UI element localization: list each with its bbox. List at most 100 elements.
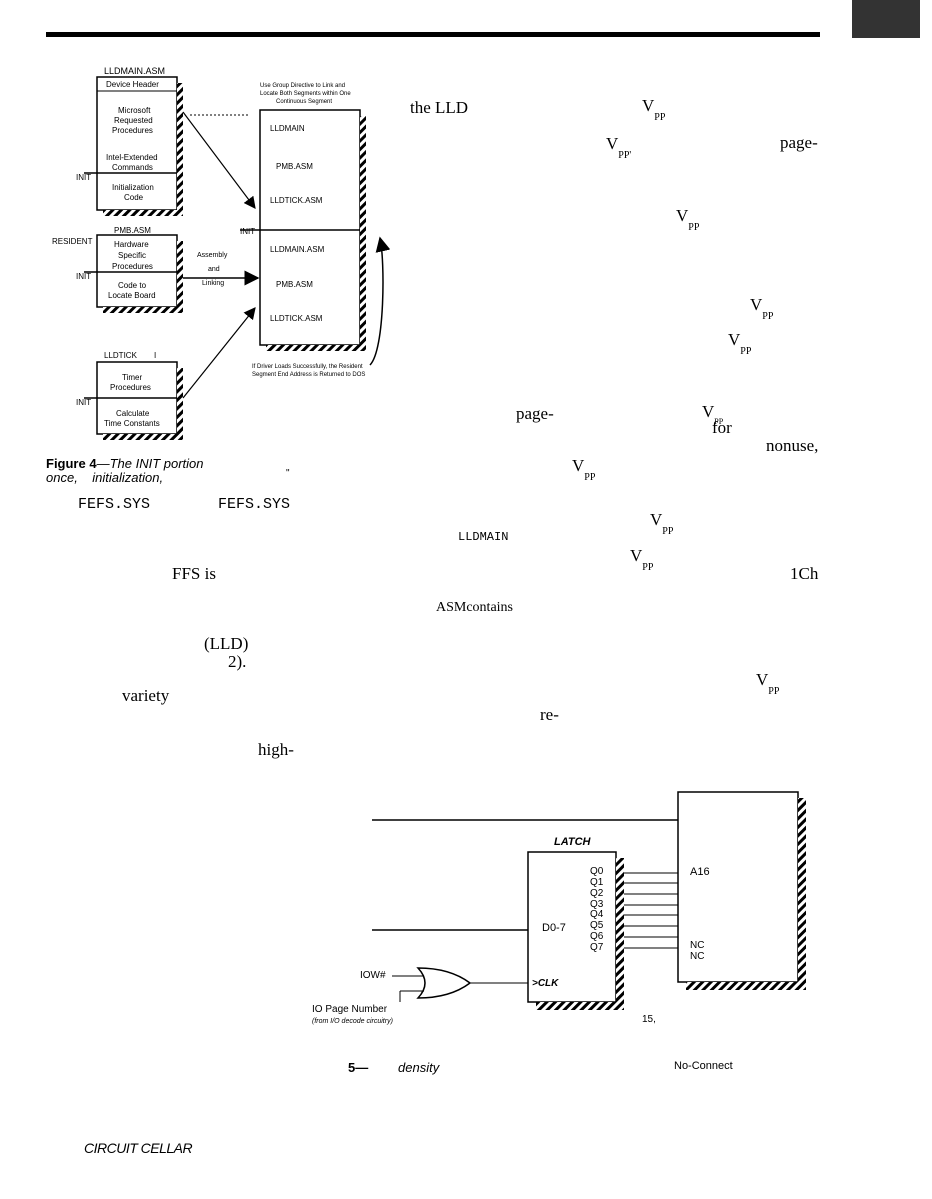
figure-5-caption-noconnect: No-Connect bbox=[674, 1060, 733, 1072]
text-fefs-1: FEFS.SYS bbox=[78, 496, 151, 513]
seg-bottom-1: LLDMAIN.ASM bbox=[270, 245, 325, 254]
latch-q3: Q3 bbox=[590, 899, 604, 910]
driver-note-1: If Driver Loads Successfully, the Reside… bbox=[252, 364, 363, 370]
seg-top-2: PMB.ASM bbox=[276, 162, 313, 171]
latch-q7: Q7 bbox=[590, 942, 604, 953]
seg-bottom-2: PMB.ASM bbox=[276, 280, 313, 289]
figure-5-caption-density: density bbox=[398, 1060, 440, 1075]
assembly-2: and bbox=[208, 266, 220, 273]
group-note-1: Use Group Directive to Link and bbox=[260, 83, 346, 89]
text-re: re- bbox=[540, 705, 559, 724]
vpp-2: VPP' bbox=[606, 134, 632, 161]
seg-bottom-3: LLDTICK.ASM bbox=[270, 314, 323, 323]
figure-4-diagram bbox=[84, 76, 391, 440]
combined-segment bbox=[259, 109, 361, 346]
caption-dash: — bbox=[96, 456, 110, 471]
latch-q4: Q4 bbox=[590, 909, 604, 920]
latch-q2: Q2 bbox=[590, 888, 604, 899]
seg-top-1: LLDMAIN bbox=[270, 124, 305, 133]
io-from-label: (from I/O decode circuitry) bbox=[312, 1018, 393, 1025]
vpp-5: VPP bbox=[728, 330, 752, 357]
resident-label: RESIDENT bbox=[52, 237, 93, 246]
chip-nc-2: NC bbox=[690, 951, 705, 962]
figure-5-caption-num: 5— bbox=[348, 1060, 369, 1075]
text-two: 2). bbox=[228, 652, 247, 671]
text-the-lld: the LLD bbox=[410, 98, 469, 117]
caption-line1: The INIT portion bbox=[109, 456, 204, 471]
text-page-2: page- bbox=[516, 404, 554, 423]
latch-q6: Q6 bbox=[590, 931, 604, 942]
text-1ch: 1Ch bbox=[790, 564, 819, 583]
vpp-8: VPP bbox=[650, 510, 674, 537]
box-microsoft-1: Microsoft bbox=[118, 106, 151, 115]
box-hardware-1: Hardware bbox=[114, 240, 149, 249]
vpp-4: VPP bbox=[750, 295, 774, 322]
chip-nc-1: NC bbox=[690, 940, 705, 951]
vpp-9: VPP bbox=[630, 546, 654, 573]
box-device-header: Device Header bbox=[106, 80, 159, 89]
box-intel-2: Commands bbox=[112, 163, 153, 172]
lldmain-box bbox=[96, 76, 178, 211]
box-timer-2: Procedures bbox=[110, 383, 151, 392]
footer-publisher: CIRCUIT CELLAR bbox=[84, 1140, 193, 1156]
caption-initialization: initialization, bbox=[92, 470, 164, 485]
box-init-code-1: Initialization bbox=[112, 183, 154, 192]
chip-a16: A16 bbox=[690, 866, 710, 878]
assembly-1: Assembly bbox=[197, 252, 228, 259]
text-nonuse: nonuse, bbox=[766, 436, 819, 455]
io-page-label: IO Page Number bbox=[312, 1004, 388, 1015]
group-note-2: Locate Both Segments within One bbox=[260, 91, 351, 97]
box-microsoft-3: Procedures bbox=[112, 126, 153, 135]
or-gate bbox=[416, 967, 472, 999]
box-calc-1: Calculate bbox=[116, 409, 150, 418]
latch-q5: Q5 bbox=[590, 920, 604, 931]
init-label-1: INIT bbox=[76, 173, 92, 182]
latch-q0: Q0 bbox=[590, 866, 604, 877]
box-hardware-3: Procedures bbox=[112, 262, 153, 271]
text-lld-paren: (LLD) bbox=[204, 634, 249, 653]
assembly-3: Linking bbox=[202, 280, 225, 287]
iow-label: IOW# bbox=[360, 970, 386, 981]
box-hardware-2: Specific bbox=[118, 251, 147, 260]
text-lldmain: LLDMAIN bbox=[458, 530, 509, 544]
init-label-2: INIT bbox=[76, 272, 92, 281]
text-asm-contains: ASMcontains bbox=[436, 600, 513, 615]
text-for: for bbox=[712, 418, 732, 437]
latch-title: LATCH bbox=[554, 836, 591, 848]
latch-q1: Q1 bbox=[590, 877, 604, 888]
vpp-3: VPP bbox=[676, 206, 700, 233]
text-variety: variety bbox=[122, 686, 170, 705]
box-locate-1: Code to bbox=[118, 281, 147, 290]
figure-4-caption-line2: once, initialization, bbox=[46, 470, 163, 485]
box-microsoft-2: Requested bbox=[114, 116, 153, 125]
text-ffs-is: FFS is bbox=[172, 564, 216, 583]
text-fefs-2: FEFS.SYS bbox=[218, 496, 291, 513]
group-note-3: Continuous Segment bbox=[276, 99, 333, 105]
file-label-lldmain: LLDMAIN.ASM bbox=[104, 66, 166, 76]
vpp-1: VPP bbox=[642, 96, 666, 123]
latch-box bbox=[527, 851, 617, 1003]
box-timer-1: Timer bbox=[122, 373, 143, 382]
corner-tab bbox=[852, 0, 920, 38]
file-label-lldtick-tail: I bbox=[154, 351, 157, 360]
init-label-seg: INIT bbox=[240, 227, 256, 236]
caption-quote: " bbox=[286, 468, 290, 479]
driver-note-2: Segment End Address is Returned to DOS bbox=[252, 372, 366, 378]
header-rule bbox=[46, 32, 820, 37]
pin-15: 15, bbox=[642, 1014, 656, 1025]
box-calc-2: Time Constants bbox=[104, 419, 160, 428]
box-init-code-2: Code bbox=[124, 193, 144, 202]
seg-top-3: LLDTICK.ASM bbox=[270, 196, 323, 205]
latch-d-input: D0-7 bbox=[542, 922, 566, 934]
vpp-6: VPP bbox=[702, 402, 724, 426]
text-page-1: page- bbox=[780, 133, 818, 152]
vpp-7: VPP bbox=[572, 456, 596, 483]
caption-lead: Figure 4 bbox=[46, 456, 97, 471]
flash-chip-box bbox=[677, 791, 799, 983]
figure-4-caption-line1: Figure 4—The INIT portion bbox=[46, 456, 204, 471]
figure-5-schematic bbox=[372, 791, 806, 1010]
file-label-lldtick: LLDTICK bbox=[104, 351, 137, 360]
init-label-3: INIT bbox=[76, 398, 92, 407]
latch-clk: >CLK bbox=[532, 978, 559, 989]
pmb-box bbox=[96, 234, 178, 308]
